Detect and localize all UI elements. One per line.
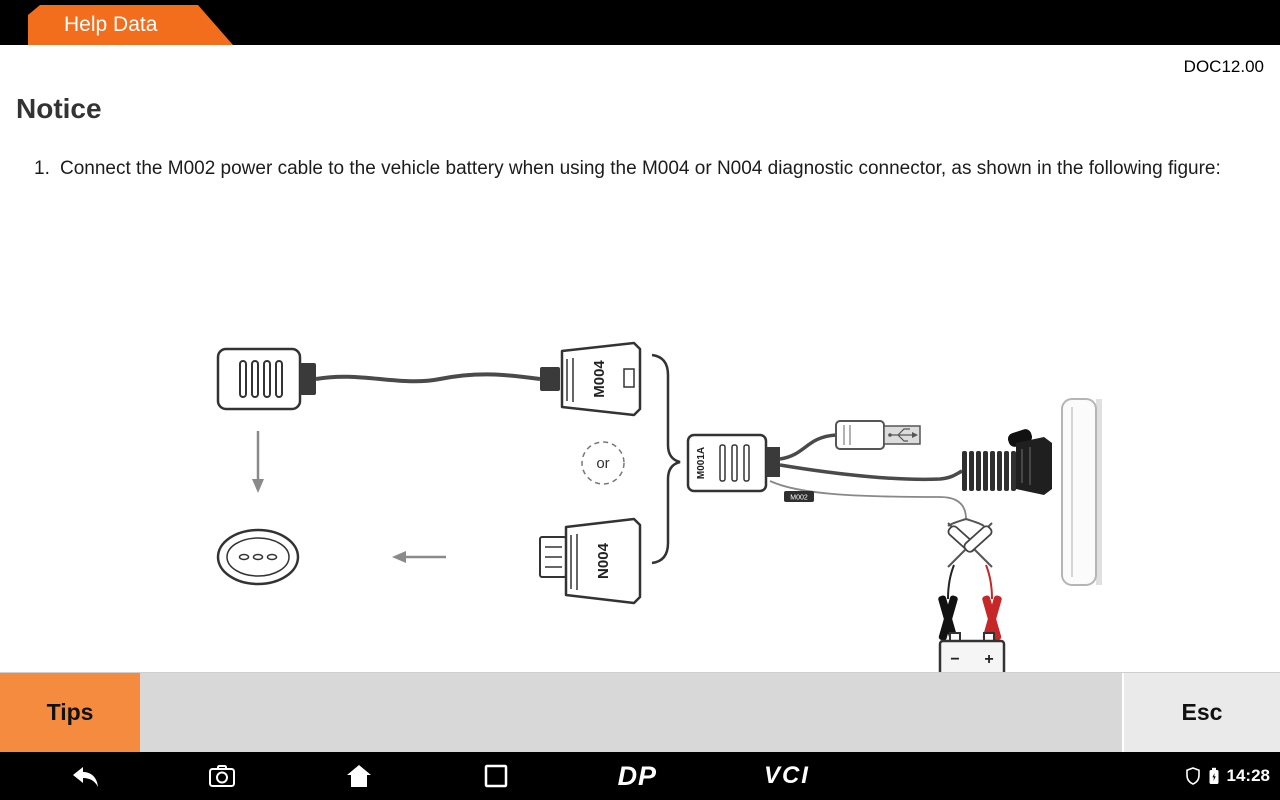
left-arrow-icon [392, 551, 446, 563]
device-connector-illustration [1007, 429, 1052, 495]
dp-logo-label: DP [617, 760, 658, 791]
esc-button-label: Esc [1181, 699, 1223, 725]
notice-item-number: 1. [34, 158, 50, 179]
round-connector-illustration [216, 528, 300, 586]
vehicle-connector-illustration [216, 347, 316, 411]
connection-diagram: M004 N004 [216, 341, 1102, 677]
black-clamp-illustration [938, 595, 958, 641]
help-data-tab-label: Help Data [64, 13, 158, 36]
back-button[interactable] [70, 762, 100, 790]
vci-button-label: VCI [763, 762, 810, 789]
junction-connectors-illustration [947, 518, 993, 568]
or-badge: or [581, 441, 625, 485]
home-icon [346, 765, 371, 787]
battery-plus-label: + [984, 651, 993, 668]
top-bar: Help Data [0, 0, 1280, 45]
usb-plug-illustration [835, 420, 921, 450]
cable-illustration [315, 372, 541, 384]
battery-illustration: − + [938, 632, 1006, 677]
recents-icon [484, 764, 507, 788]
notice-item-text: Connect the M002 power cable to the vehi… [60, 158, 1221, 179]
recents-button[interactable] [481, 762, 511, 790]
or-label: or [596, 455, 609, 472]
m002-label: M002 [790, 495, 808, 502]
tips-button[interactable]: Tips [0, 673, 140, 752]
strain-relief-illustration [962, 451, 1016, 491]
down-arrow-icon [252, 431, 264, 493]
doc-version: DOC12.00 [1183, 57, 1264, 76]
m002-tag: M002 [784, 491, 814, 502]
content-area: DOC12.00 Notice 1. Connect the M002 powe… [0, 45, 1280, 677]
help-data-tab[interactable]: Help Data [28, 5, 233, 45]
notice-item-1: 1. Connect the M002 power cable to the v… [34, 153, 1266, 185]
n004-adapter-illustration: N004 [539, 517, 642, 605]
black-clamp-wire [947, 564, 955, 600]
n004-label: N004 [595, 542, 612, 579]
m004-adapter-illustration: M004 [540, 341, 642, 417]
tablet-edge-illustration [1061, 398, 1102, 586]
back-icon [73, 767, 98, 787]
m001a-connector-illustration: M001A [686, 433, 780, 493]
battery-minus-label: − [950, 651, 959, 668]
vci-button[interactable]: VCI [764, 762, 810, 790]
screenshot-button[interactable] [207, 762, 237, 790]
red-clamp-wire [985, 564, 993, 600]
main-cable-illustration [779, 463, 963, 482]
footer-bar: Tips Esc [0, 672, 1280, 752]
m004-label: M004 [591, 360, 608, 398]
tips-button-label: Tips [46, 699, 94, 725]
esc-button[interactable]: Esc [1122, 673, 1280, 752]
red-clamp-illustration [982, 595, 1002, 641]
clock: 14:28 [1226, 766, 1270, 785]
dp-logo[interactable]: DP [618, 761, 658, 792]
page-title: Notice [16, 93, 102, 124]
android-nav-bar: DP VCI 14:28 [0, 752, 1280, 800]
brace-icon [651, 353, 681, 565]
usb-cable-illustration [779, 433, 837, 461]
battery-icon [1209, 767, 1219, 784]
m002-wire-illustration [769, 480, 967, 520]
m001a-label: M001A [696, 447, 707, 479]
vpn-shield-icon [1185, 767, 1200, 785]
camera-icon [208, 765, 235, 787]
home-button[interactable] [344, 762, 374, 790]
